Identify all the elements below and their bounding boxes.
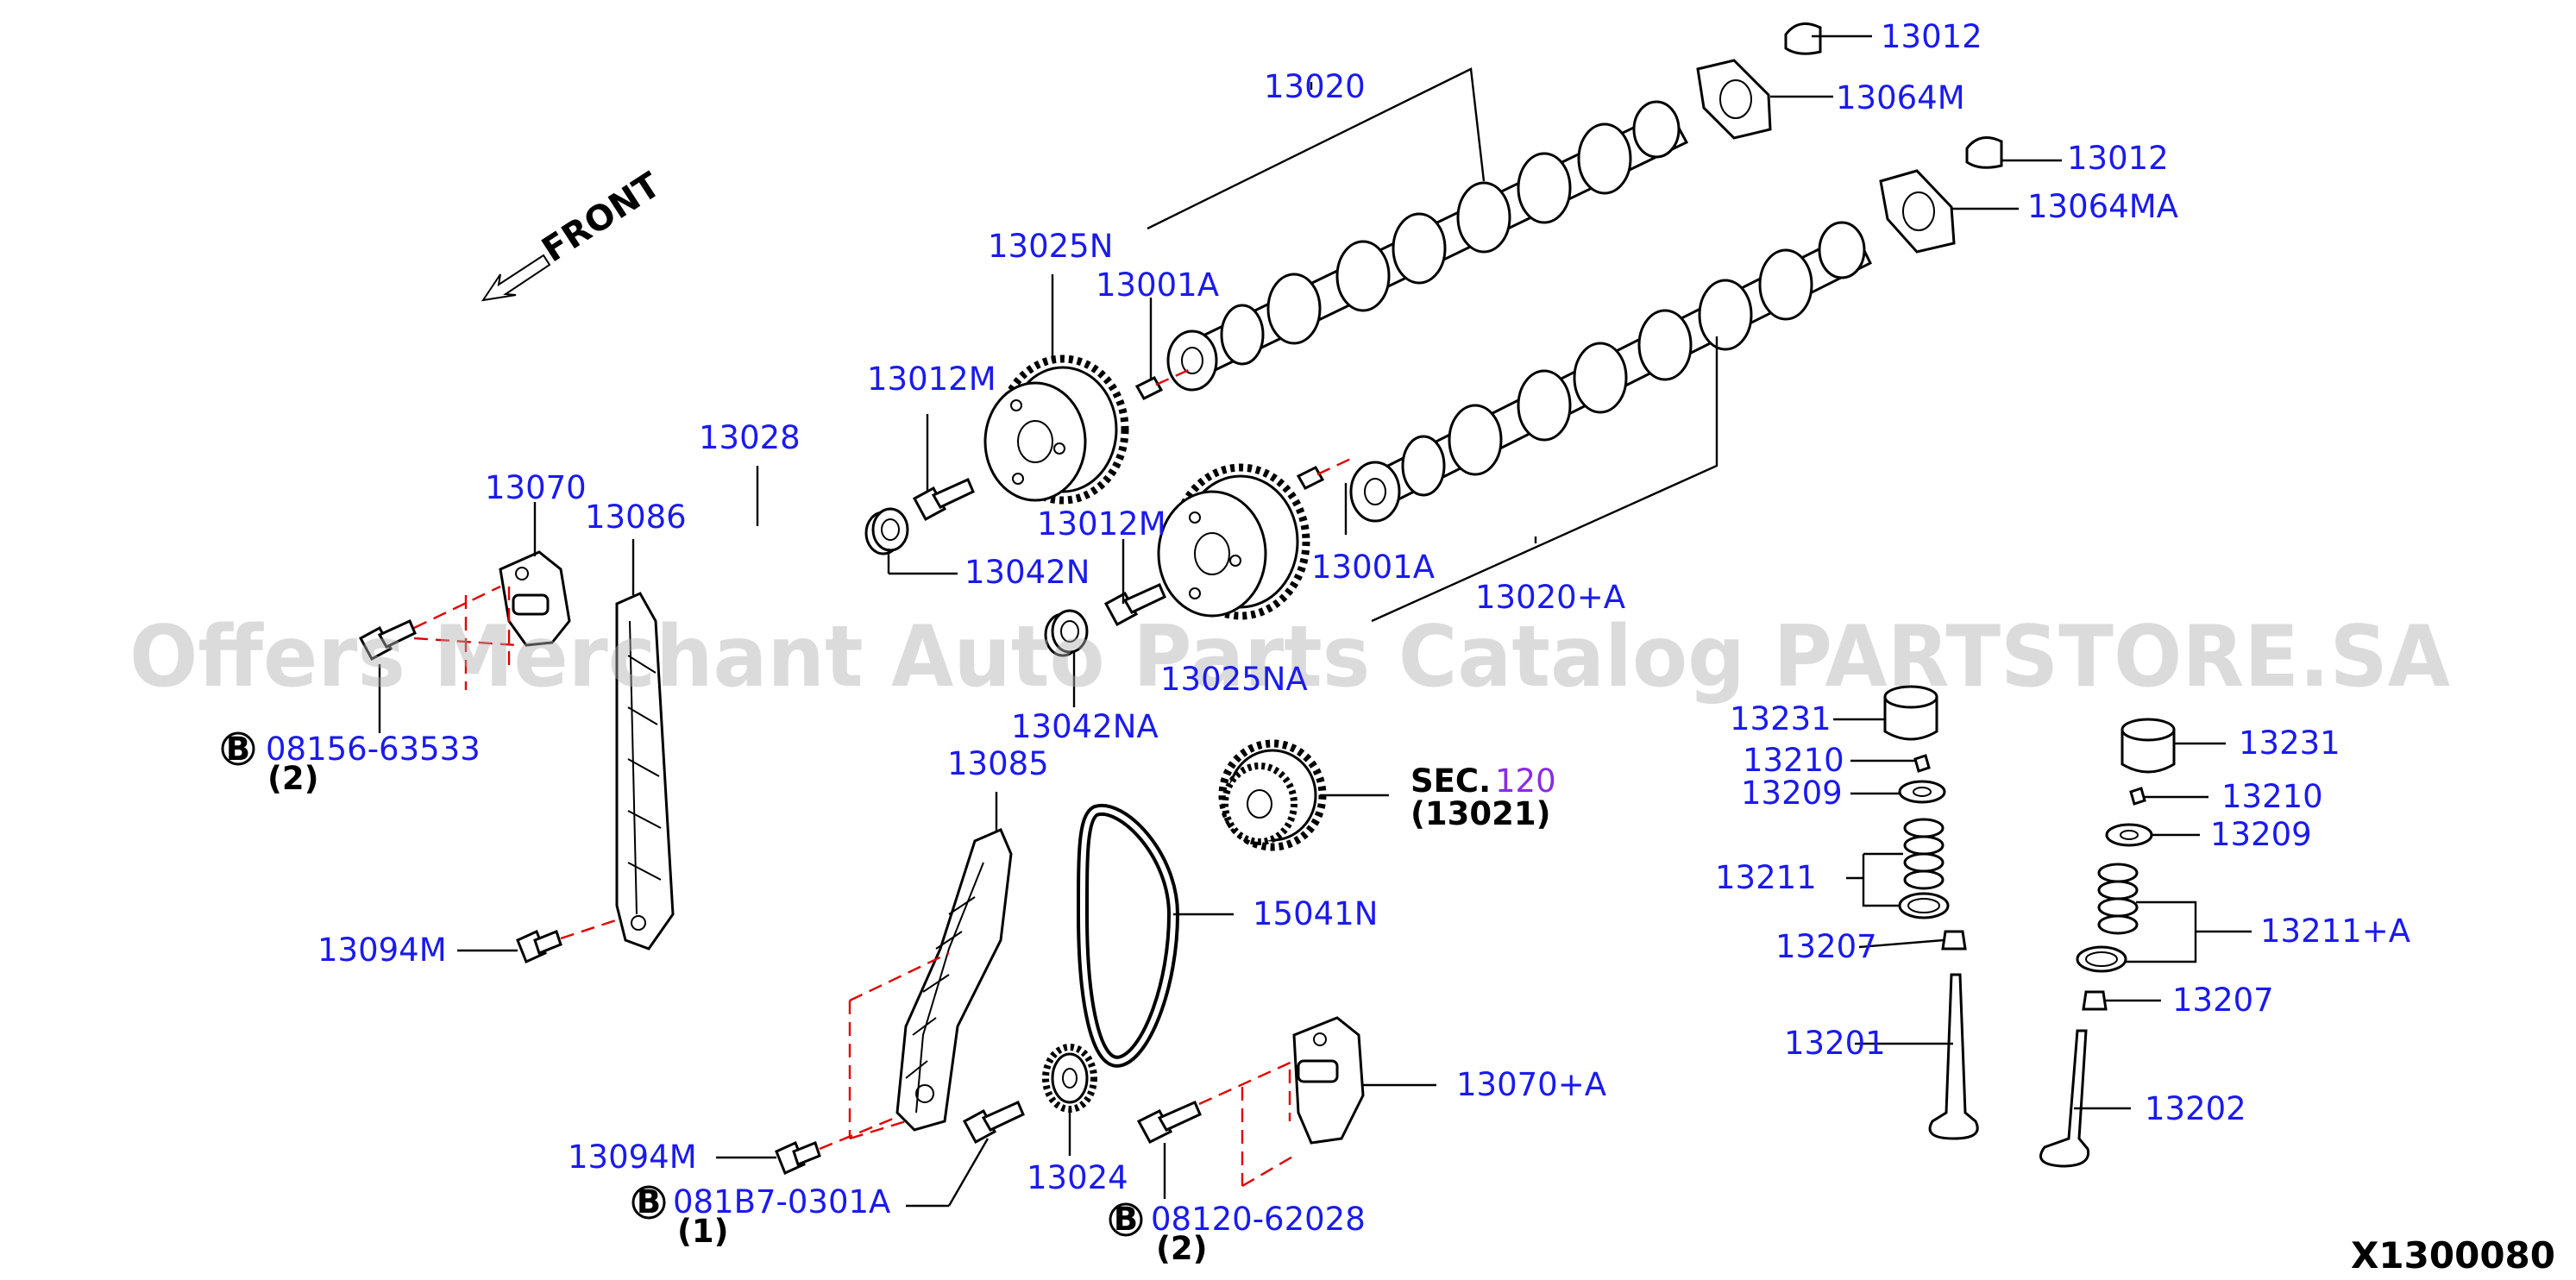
tensioner-bolt-08156: [358, 618, 417, 662]
tensioner-bolt-08120: [1136, 1101, 1202, 1144]
dowel-pin-upper: [1134, 367, 1191, 400]
bolt-marker-letter: B: [637, 1183, 661, 1220]
bolt-callout-081B7[interactable]: B 081B7-0301A (1): [631, 1183, 890, 1250]
bolt-marker-letter: B: [226, 731, 250, 768]
idler-gear-13021: [1218, 739, 1327, 851]
label-13012-mid[interactable]: 13012: [2067, 140, 2169, 177]
label-13001A-mid[interactable]: 13001A: [1311, 549, 1435, 586]
tensioner-13070-guide-lines: [413, 585, 518, 690]
exhaust-camshaft: [1166, 100, 1689, 392]
label-13210-left[interactable]: 13210: [1743, 742, 1844, 779]
label-13231-left[interactable]: 13231: [1730, 700, 1831, 737]
dowel-pin-lower: [1296, 455, 1355, 490]
tensioner-13070: [499, 550, 571, 647]
label-13085[interactable]: 13085: [947, 745, 1049, 782]
watermark-text: Offers Merchant Auto Parts Catalog PARTS…: [129, 608, 2450, 706]
bolt-callout-08156[interactable]: B 08156-63533 (2): [221, 731, 481, 797]
cam-signal-plate-lower: [1879, 169, 1956, 254]
label-13094M-top[interactable]: 13094M: [317, 932, 447, 969]
label-15041N[interactable]: 15041N: [1253, 895, 1378, 932]
tensioner-13070A: [1292, 1016, 1365, 1145]
front-arrow-icon: [481, 254, 551, 302]
tension-guide-13085: [895, 828, 1013, 1132]
leader-lines: [378, 35, 2252, 1208]
bolt-marker-icon: [631, 1185, 666, 1220]
label-13028[interactable]: 13028: [699, 419, 801, 456]
valve-train-left: [1883, 685, 1979, 1140]
qty-08156: (2): [267, 760, 319, 797]
label-13210-right[interactable]: 13210: [2221, 778, 2323, 815]
label-13209-right[interactable]: 13209: [2210, 816, 2312, 853]
label-13070[interactable]: 13070: [485, 469, 587, 506]
label-08120-62028[interactable]: 08120-62028: [1151, 1201, 1366, 1238]
label-13202[interactable]: 13202: [2145, 1090, 2246, 1127]
front-label: FRONT: [535, 165, 668, 270]
label-13070A[interactable]: 13070+A: [1456, 1066, 1606, 1103]
tension-guide-dash: [848, 951, 950, 1140]
label-13042N[interactable]: 13042N: [964, 554, 1090, 591]
sprocket-bolt-lower: [1103, 583, 1166, 627]
label-13020A[interactable]: 13020+A: [1475, 579, 1625, 616]
guide-bolt-081B7: [962, 1101, 1025, 1145]
label-13042NA[interactable]: 13042NA: [1011, 708, 1159, 745]
guide-bolt-13094M-lower: [775, 1115, 898, 1176]
bolt-marker-icon: [221, 731, 255, 766]
label-13012M-mid[interactable]: 13012M: [1037, 505, 1166, 543]
diagram-code: X1300080: [2351, 1234, 2555, 1277]
label-13211A[interactable]: 13211+A: [2260, 913, 2410, 950]
qty-08120: (2): [1156, 1230, 1208, 1267]
tensioner-13070A-guide-lines: [1198, 1059, 1295, 1188]
label-13064M[interactable]: 13064M: [1836, 79, 1965, 116]
cap-13012-upper: [1784, 22, 1822, 55]
label-081B7-0301A[interactable]: 081B7-0301A: [673, 1183, 890, 1220]
seal-13042NA: [1044, 609, 1089, 657]
cap-13012-lower: [1965, 136, 2003, 169]
label-13020[interactable]: 13020: [1264, 68, 1366, 105]
label-13086[interactable]: 13086: [585, 499, 687, 536]
oil-pump-chain: [1076, 803, 1180, 1068]
label-13024[interactable]: 13024: [1027, 1159, 1128, 1196]
seal-13042N: [864, 507, 909, 555]
sec-number-link[interactable]: 120: [1495, 762, 1556, 800]
bolt-marker-letter: B: [1114, 1201, 1138, 1238]
valve-train-right: [2039, 718, 2176, 1168]
sprocket-bolt-upper: [912, 478, 975, 522]
label-13231-right[interactable]: 13231: [2239, 725, 2340, 762]
sec-sub-ref: (13021): [1411, 795, 1551, 832]
label-13064MA[interactable]: 13064MA: [2027, 188, 2178, 225]
intake-camshaft: [1349, 221, 1872, 523]
qty-081B7: (1): [677, 1213, 729, 1250]
cam-signal-plate-upper: [1696, 59, 1772, 140]
label-13207-left[interactable]: 13207: [1775, 928, 1877, 965]
exhaust-vtc-sprocket: [983, 355, 1129, 505]
guide-bolt-13094M-upper: [516, 917, 622, 964]
intake-vtc-sprocket: [1157, 463, 1310, 620]
label-13207-right[interactable]: 13207: [2172, 982, 2274, 1019]
crank-sprocket-13024: [1042, 1044, 1097, 1113]
label-13201[interactable]: 13201: [1784, 1025, 1886, 1062]
bolt-callout-08120[interactable]: B 08120-62028 (2): [1109, 1201, 1366, 1267]
label-13025N[interactable]: 13025N: [988, 228, 1113, 265]
sec-prefix: SEC.: [1411, 762, 1491, 800]
label-13012-top[interactable]: 13012: [1881, 18, 1982, 55]
label-13025NA[interactable]: 13025NA: [1160, 661, 1308, 698]
label-13001A-top[interactable]: 13001A: [1096, 267, 1219, 304]
label-13209-left[interactable]: 13209: [1741, 775, 1843, 812]
slack-guide-13086: [615, 592, 675, 951]
label-08156-63533[interactable]: 08156-63533: [266, 731, 481, 768]
label-13094M-bottom[interactable]: 13094M: [568, 1139, 697, 1176]
timing-chain-main: [695, 521, 920, 1125]
bolt-marker-icon: [1109, 1202, 1143, 1237]
label-13211[interactable]: 13211: [1715, 859, 1817, 896]
label-13012M-top[interactable]: 13012M: [867, 361, 996, 398]
